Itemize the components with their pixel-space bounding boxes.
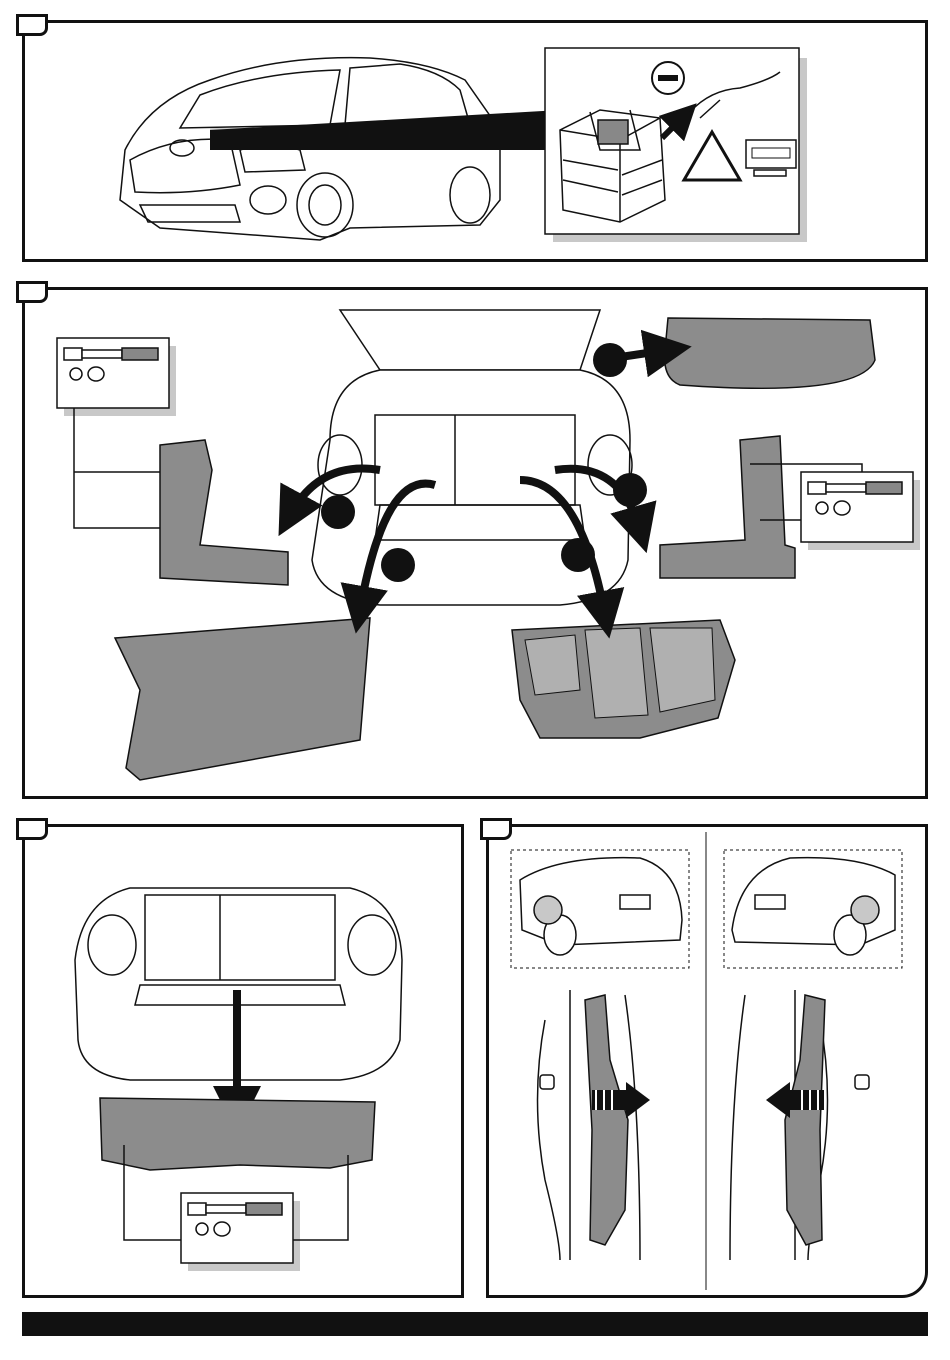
car-rear-left-view xyxy=(520,858,682,955)
left-pillar-trim xyxy=(585,995,628,1245)
car-rear-right-view xyxy=(732,858,895,955)
right-pillar-trim xyxy=(785,995,825,1245)
footer-bar xyxy=(22,1312,928,1336)
